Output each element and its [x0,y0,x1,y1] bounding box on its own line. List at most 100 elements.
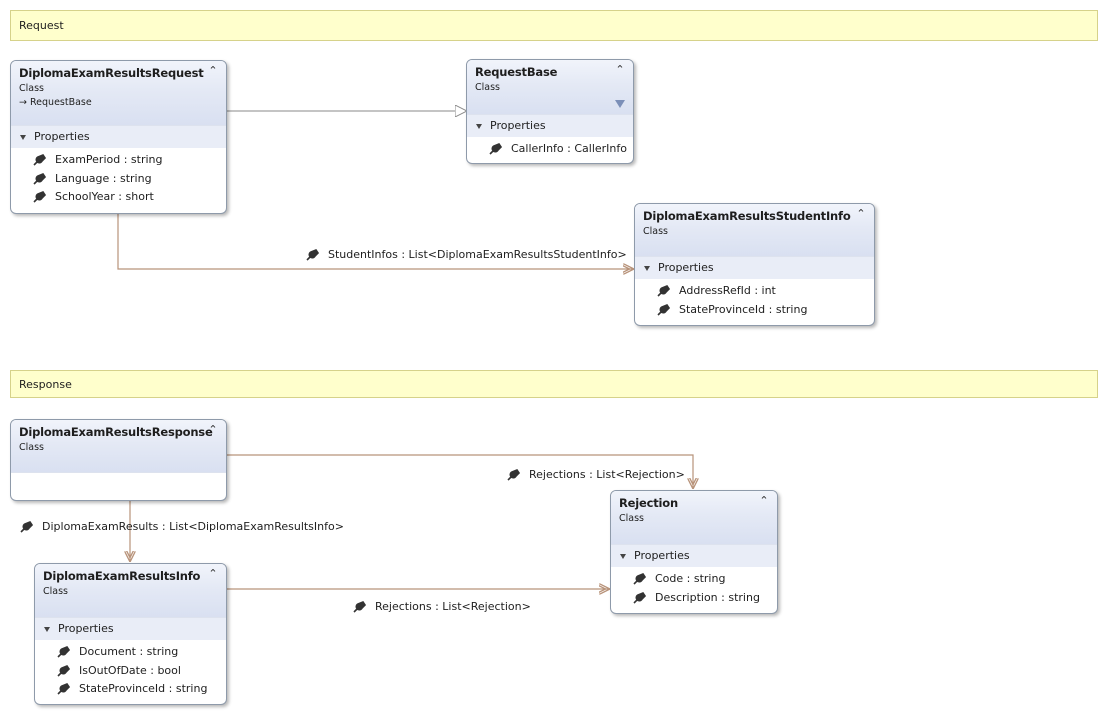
wrench-icon [489,143,502,155]
association-line-student-infos[interactable] [117,214,634,269]
double-chevron-up-icon[interactable]: ⌃ [208,423,218,436]
class-name: DiplomaExamResultsResponse [19,425,213,439]
class-diploma-exam-results-request[interactable]: DiplomaExamResultsRequest Class → Reques… [10,60,227,214]
inheritance-arrow-icon: → [19,97,27,108]
property-text: ExamPeriod : string [55,153,163,166]
wrench-icon [33,191,46,203]
class-diploma-exam-results-student-info[interactable]: DiplomaExamResultsStudentInfo Class ⌃ Pr… [634,203,875,326]
class-kind: Class [19,442,44,453]
property-list: Document : string IsOutOfDate : bool Sta… [35,640,226,703]
double-chevron-up-icon[interactable]: ⌃ [615,63,625,76]
wrench-icon [57,683,70,695]
band-label-response: Response [19,378,72,391]
wrench-icon [57,646,70,658]
property-row[interactable]: Language : string [11,170,226,189]
wrench-icon [507,469,520,481]
property-row[interactable]: StateProvinceId : string [635,301,874,320]
property-row[interactable]: AddressRefId : int [635,282,874,301]
expand-triangle-icon[interactable] [476,123,482,129]
wrench-icon [57,664,70,677]
class-diploma-exam-results-response[interactable]: DiplomaExamResultsResponse Class ⌃ [10,419,227,501]
association-text: Rejections : List<Rejection> [529,468,685,481]
class-kind: Class [619,513,644,524]
property-row[interactable]: SchoolYear : short [11,188,226,207]
band-label-request: Request [19,19,64,32]
property-row[interactable]: ExamPeriod : string [11,151,226,170]
class-header[interactable]: Rejection Class ⌃ [611,491,777,544]
property-text: AddressRefId : int [679,284,776,297]
double-chevron-up-icon[interactable]: ⌃ [759,494,769,507]
class-name: DiplomaExamResultsRequest [19,66,204,80]
property-text: Description : string [655,590,760,604]
property-text: CallerInfo : CallerInfo [511,142,627,155]
association-line-response-rejections[interactable] [227,454,693,489]
association-label-info-rejections[interactable]: Rejections : List<Rejection> [353,600,531,614]
property-text: Code : string [655,572,726,585]
class-diploma-exam-results-info[interactable]: DiplomaExamResultsInfo Class ⌃ Propertie… [34,563,227,705]
wrench-icon [20,521,33,533]
section-properties[interactable]: Properties [635,256,874,279]
property-list: CallerInfo : CallerInfo [467,137,633,163]
property-list: AddressRefId : int StateProvinceId : str… [635,279,874,323]
inherits-label: → RequestBase [19,97,218,108]
class-rejection[interactable]: Rejection Class ⌃ Properties Code : stri… [610,490,778,614]
section-properties[interactable]: Properties [611,544,777,567]
wrench-icon [353,601,366,613]
expand-triangle-icon[interactable] [620,553,626,559]
class-kind: Class [643,226,668,237]
section-properties[interactable]: Properties [35,617,226,640]
expand-triangle-icon[interactable] [44,626,50,632]
property-text: Language : string [55,171,152,185]
wrench-icon [657,303,670,316]
section-band-request: Request [10,10,1098,41]
base-class-name: RequestBase [30,97,92,108]
property-list: ExamPeriod : string Language : string Sc… [11,148,226,211]
class-name: RequestBase [475,65,558,79]
wrench-icon [33,154,46,166]
section-label: Properties [658,261,714,274]
class-name: DiplomaExamResultsInfo [43,569,201,583]
property-row[interactable]: IsOutOfDate : bool [35,662,226,681]
class-name: Rejection [619,496,678,510]
property-row[interactable]: Code : string [611,570,777,589]
property-row[interactable]: CallerInfo : CallerInfo [467,140,633,159]
double-chevron-up-icon[interactable]: ⌃ [856,207,866,220]
class-header[interactable]: DiplomaExamResultsStudentInfo Class ⌃ [635,204,874,256]
double-chevron-up-icon[interactable]: ⌃ [208,64,218,77]
wrench-icon [633,573,646,585]
expand-triangle-icon[interactable] [644,265,650,271]
class-header[interactable]: DiplomaExamResultsInfo Class ⌃ [35,564,226,617]
section-label: Properties [58,622,114,635]
class-header[interactable]: DiplomaExamResultsRequest Class → Reques… [11,61,226,125]
association-label-student-infos[interactable]: StudentInfos : List<DiplomaExamResultsSt… [306,248,627,262]
class-header[interactable]: RequestBase Class ⌃ [467,60,633,114]
association-text: DiplomaExamResults : List<DiplomaExamRes… [42,520,344,533]
class-request-base[interactable]: RequestBase Class ⌃ Properties CallerInf… [466,59,634,164]
section-properties[interactable]: Properties [11,125,226,148]
section-label: Properties [34,130,90,143]
filter-icon[interactable] [615,100,625,108]
property-text: SchoolYear : short [55,190,154,203]
class-header[interactable]: DiplomaExamResultsResponse Class ⌃ [11,420,226,472]
section-band-response: Response [10,370,1098,398]
association-label-diploma-exam-results[interactable]: DiplomaExamResults : List<DiplomaExamRes… [20,520,344,534]
association-label-response-rejections[interactable]: Rejections : List<Rejection> [507,468,685,482]
property-list: Code : string Description : string [611,567,777,611]
property-text: IsOutOfDate : bool [79,663,181,677]
property-row[interactable]: Document : string [35,643,226,662]
class-kind: Class [19,83,44,94]
property-row[interactable]: Description : string [611,589,777,608]
double-chevron-up-icon[interactable]: ⌃ [208,567,218,580]
section-properties[interactable]: Properties [467,114,633,137]
property-text: StateProvinceId : string [79,682,208,695]
association-text: StudentInfos : List<DiplomaExamResultsSt… [328,248,627,261]
class-empty-body [11,472,226,500]
wrench-icon [33,172,46,185]
section-label: Properties [634,549,690,562]
property-row[interactable]: StateProvinceId : string [35,680,226,699]
expand-triangle-icon[interactable] [20,134,26,140]
property-text: Document : string [79,645,179,658]
class-kind: Class [475,82,500,93]
property-text: StateProvinceId : string [679,302,808,316]
